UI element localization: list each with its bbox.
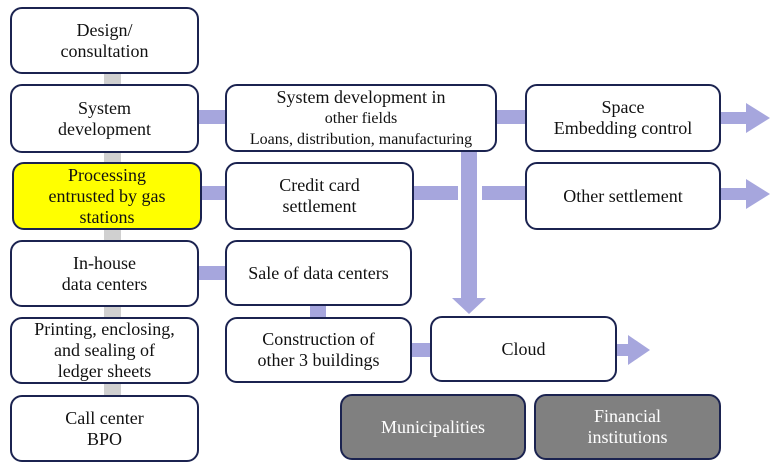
other-settlement-box: Other settlement: [525, 162, 721, 230]
othersettlement-arrow-shaft: [718, 188, 748, 200]
credit-card-line-2: settlement: [282, 196, 357, 216]
other-fields-line-2: other fields: [324, 109, 398, 127]
link-gas-credit: [196, 186, 230, 200]
design-line-1: Design/: [76, 19, 133, 40]
financial-institutions-box: Financial institutions: [534, 394, 721, 460]
space-line-2: Embedding control: [553, 118, 693, 138]
cloud-box: Cloud: [430, 316, 617, 382]
in-house-line-1: In-house: [73, 252, 136, 273]
municipalities-line-1: Municipalities: [381, 416, 485, 437]
call-center-box: Call center BPO: [10, 395, 199, 462]
financial-line-1: Financial: [594, 406, 661, 426]
cloud-arrow-head: [628, 335, 650, 365]
sale-dc-line-1: Sale of data centers: [248, 262, 389, 283]
link-sysdev-otherfields: [196, 110, 230, 124]
gas-stations-line-2: entrusted by gas: [48, 185, 166, 206]
other-settlement-line-1: Other settlement: [563, 185, 683, 206]
cloud-arrow-shaft: [614, 344, 630, 356]
in-house-line-2: data centers: [61, 273, 148, 294]
construction-line-2: other 3 buildings: [257, 350, 380, 370]
space-arrow-head: [746, 103, 770, 133]
design-line-2: consultation: [60, 40, 149, 61]
cloud-down-arrowhead: [452, 298, 486, 314]
cloud-line-1: Cloud: [501, 338, 546, 359]
system-development-box: System development: [10, 84, 199, 153]
link-credit-othersettlement: [412, 186, 458, 200]
gas-stations-line-1: Processing: [68, 164, 146, 185]
call-center-line-2: BPO: [86, 428, 122, 449]
other-fields-line-1: System development in: [276, 86, 446, 107]
printing-line-3: ledger sheets: [57, 361, 152, 381]
other-fields-line-3: Loans, distribution, manufacturing: [249, 130, 473, 148]
link-credit-othersettlement-2: [482, 186, 530, 200]
printing-line-1: Printing, enclosing,: [34, 319, 175, 339]
system-development-line-2: development: [58, 118, 151, 139]
financial-line-2: institutions: [587, 427, 668, 447]
system-development-line-1: System: [77, 97, 131, 118]
cloud-down-shaft: [461, 140, 477, 300]
space-line-1: Space: [601, 97, 645, 117]
credit-card-settlement-box: Credit card settlement: [225, 162, 414, 230]
space-arrow-shaft: [718, 112, 748, 124]
municipalities-box: Municipalities: [340, 394, 526, 460]
othersettlement-arrow-head: [746, 179, 770, 209]
gas-stations-line-3: stations: [79, 206, 135, 227]
call-center-line-1: Call center: [65, 407, 144, 428]
other-fields-development-box: System development in other fields Loans…: [225, 84, 497, 152]
link-construction-cloud: [410, 343, 434, 357]
link-otherfields-space: [494, 110, 530, 124]
construction-buildings-box: Construction of other 3 buildings: [225, 317, 412, 383]
design-consultation-box: Design/ consultation: [10, 7, 199, 74]
in-house-data-centers-box: In-house data centers: [10, 240, 199, 307]
gas-stations-processing-box: Processing entrusted by gas stations: [12, 162, 202, 230]
printing-ledger-box: Printing, enclosing, and sealing of ledg…: [10, 317, 199, 384]
credit-card-line-1: Credit card: [279, 175, 360, 195]
printing-line-2: and sealing of: [54, 340, 155, 360]
space-embedding-control-box: Space Embedding control: [525, 84, 721, 152]
construction-line-1: Construction of: [262, 329, 375, 349]
link-inhouse-saledc: [196, 266, 230, 280]
sale-of-data-centers-box: Sale of data centers: [225, 240, 412, 306]
